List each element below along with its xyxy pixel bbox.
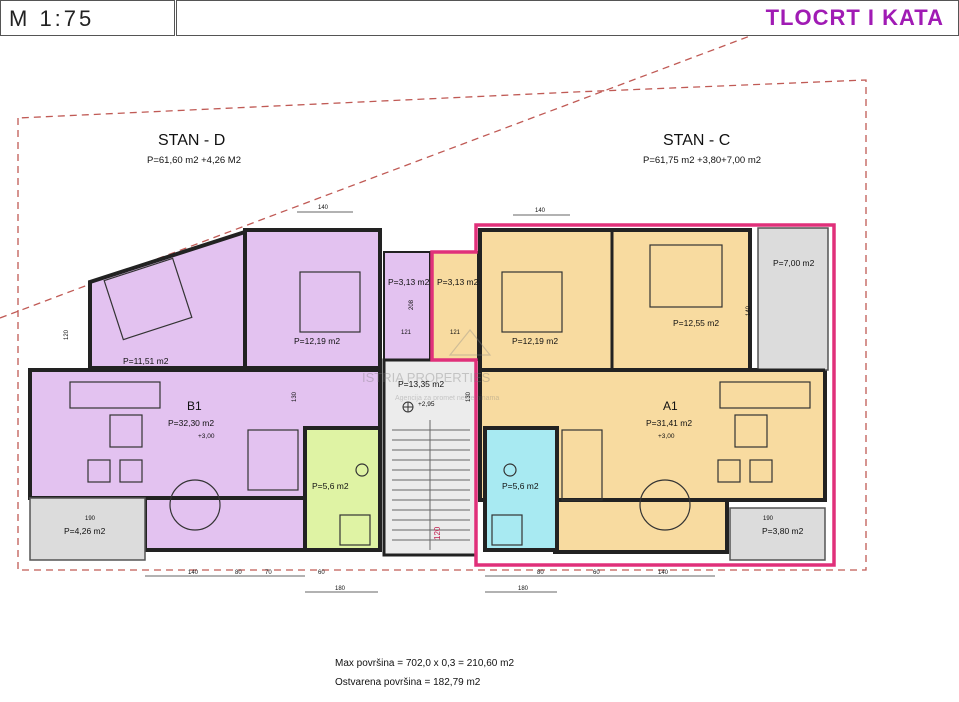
dim-bottom-1: 80 [235, 570, 242, 576]
dim-hall-h: 208 [409, 299, 415, 310]
room-hall-d: P=3,13 m2 [388, 277, 430, 287]
title-box: TLOCRT I KATA [176, 0, 959, 36]
apartment-c [431, 227, 829, 561]
unit-c-area: P=61,75 m2 +3,80+7,00 m2 [643, 155, 761, 166]
dim-top-left: 140 [318, 205, 329, 211]
dim-hall-w: 121 [401, 330, 412, 336]
footer-achieved-area: Ostvarena površina = 182,79 m2 [335, 677, 481, 688]
dim-bottom-4: 80 [537, 570, 544, 576]
stair-core [382, 358, 478, 557]
dim-bottom-0: 140 [188, 570, 199, 576]
dim-hall-w2: 121 [450, 330, 461, 336]
furniture [69, 244, 811, 546]
dim-bottom-long-left: 180 [335, 586, 346, 592]
room-bed-d1: P=11,51 m2 [123, 356, 169, 366]
watermark-sub: Agencija za promet nekretninama [395, 395, 499, 402]
unit-d-area: P=61,60 m2 +4,26 M2 [147, 155, 241, 166]
room-b1-area: P=32,30 m2 [168, 418, 214, 428]
room-bed-c1: P=12,19 m2 [512, 336, 558, 346]
room-terrace-d: P=4,26 m2 [64, 526, 106, 536]
dim-d-mid: 130 [292, 391, 298, 402]
room-bed-d2: P=12,19 m2 [294, 336, 340, 346]
room-bath-d: P=5,6 m2 [312, 481, 349, 491]
dim-stair-mid: 130 [466, 391, 472, 402]
room-stair-level: +2,95 [418, 401, 435, 408]
scale-box: M 1:75 [0, 0, 175, 36]
watermark-text: ISTRIA PROPERTIES [362, 370, 491, 385]
dim-c-balcony: 190 [763, 516, 774, 522]
dim-d-left-side: 120 [64, 329, 70, 340]
dim-bottom-3: 60 [318, 570, 325, 576]
dim-bottom-2: 70 [265, 570, 272, 576]
room-b1-level: +3,00 [198, 433, 215, 440]
room-balcony-c: P=7,00 m2 [773, 258, 815, 268]
dim-c-right-side: 140 [746, 305, 752, 316]
watermark: ISTRIA PROPERTIES Agencija za promet nek… [362, 329, 499, 402]
apartment-d [28, 228, 431, 561]
dim-stair-run: 120 [433, 526, 442, 540]
room-labels: P=11,51 m2 P=12,19 m2 P=3,13 m2 P=3,13 m… [64, 258, 815, 536]
unit-c-name: STAN - C [663, 132, 730, 149]
selected-unit-outline[interactable] [430, 223, 836, 567]
room-a1-name: A1 [663, 399, 678, 413]
dim-bottom-long-right: 180 [518, 586, 529, 592]
room-hall-c: P=3,13 m2 [437, 277, 479, 287]
footer-max-area: Max površina = 702,0 x 0,3 = 210,60 m2 [335, 658, 514, 669]
dim-d-balcony: 190 [85, 516, 96, 522]
scale-label: M 1:75 [9, 6, 95, 31]
room-a1-level: +3,00 [658, 433, 675, 440]
room-b1-name: B1 [187, 399, 202, 413]
dimension-labels: 140 140 120 121 121 208 130 130 140 190 … [64, 205, 774, 592]
dim-bottom-5: 60 [593, 570, 600, 576]
room-terrace-c: P=3,80 m2 [762, 526, 804, 536]
interior-walls [30, 230, 825, 430]
unit-d-name: STAN - D [158, 132, 225, 149]
dimension-lines [145, 211, 715, 593]
page-title: TLOCRT I KATA [765, 5, 944, 30]
room-bed-c2: P=12,55 m2 [673, 318, 719, 328]
dim-top-right: 140 [535, 208, 546, 214]
room-stair: P=13,35 m2 [398, 379, 444, 389]
room-a1-area: P=31,41 m2 [646, 418, 692, 428]
room-bath-c: P=5,6 m2 [502, 481, 539, 491]
dim-bottom-6: 140 [658, 570, 669, 576]
